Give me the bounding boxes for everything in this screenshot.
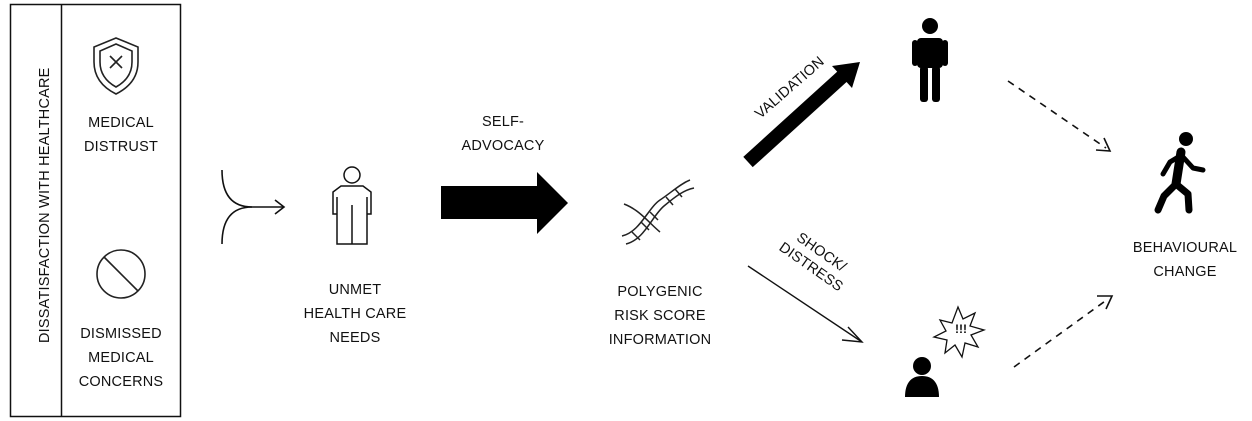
shield-x-icon bbox=[93, 37, 139, 95]
behaviour-change-label: BEHAVIOURAL CHANGE bbox=[1132, 240, 1238, 280]
medical-distrust-label: MEDICAL DISTRUST bbox=[83, 115, 159, 155]
dashed-arrow-lower bbox=[1013, 295, 1114, 368]
shock-distress-label: SHOCK/ DISTRESS bbox=[775, 229, 850, 296]
person-outline-icon bbox=[332, 166, 372, 245]
prohibited-icon bbox=[96, 249, 146, 299]
self-advocacy-label: SELF- ADVOCACY bbox=[461, 114, 545, 154]
dismissed-concerns-label: DISMISSED MEDICAL CONCERNS bbox=[78, 326, 164, 390]
shock-badge-text: !!! bbox=[955, 322, 967, 336]
merge-arrow-icon bbox=[221, 169, 286, 245]
unmet-needs-label: UNMET HEALTH CARE NEEDS bbox=[303, 282, 407, 346]
walking-person-icon bbox=[1154, 132, 1206, 214]
dashed-arrow-upper bbox=[1007, 80, 1112, 152]
dna-icon bbox=[621, 179, 695, 245]
validation-label: VALIDATION bbox=[752, 53, 828, 123]
self-advocacy-arrow bbox=[441, 172, 568, 234]
distressed-person-icon bbox=[905, 305, 987, 397]
left-panel-vertical-title: DISSATISFACTION WITH HEALTHCARE bbox=[37, 67, 53, 343]
prs-info-label: POLYGENIC RISK SCORE INFORMATION bbox=[608, 284, 712, 348]
standing-person-icon bbox=[912, 18, 948, 102]
